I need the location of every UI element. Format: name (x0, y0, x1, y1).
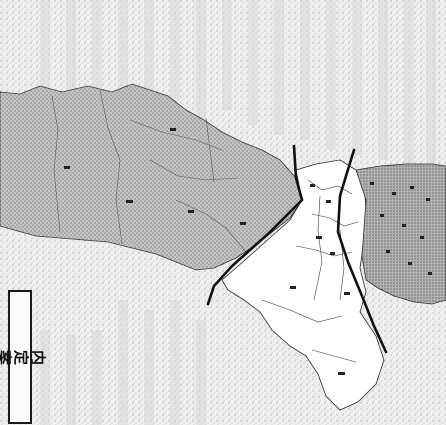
place-name-marks (64, 128, 432, 375)
dense-region-east (355, 163, 446, 305)
boxed-draft-label: 内定案 (0, 290, 46, 424)
white-region-subdivisions (261, 179, 359, 363)
boxed-draft-label-text: 内定案 (0, 347, 46, 366)
shaded-region-subdivisions (51, 89, 247, 253)
thick-boundary-lines (206, 144, 388, 354)
